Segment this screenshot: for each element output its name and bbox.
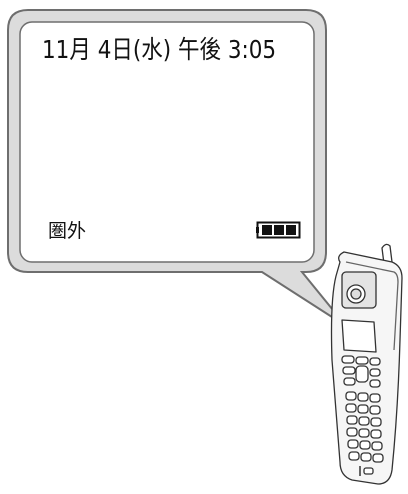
- date-time-display: 11月 4日(水) 午後 3:05: [42, 35, 277, 64]
- battery-bar: [262, 225, 272, 235]
- battery-full-icon: [256, 221, 301, 239]
- battery-bar: [286, 225, 296, 235]
- lcd-screen: [19, 21, 315, 263]
- handset-display: [341, 319, 377, 353]
- signal-status-label: 圏外: [48, 220, 87, 242]
- battery-bar: [274, 225, 284, 235]
